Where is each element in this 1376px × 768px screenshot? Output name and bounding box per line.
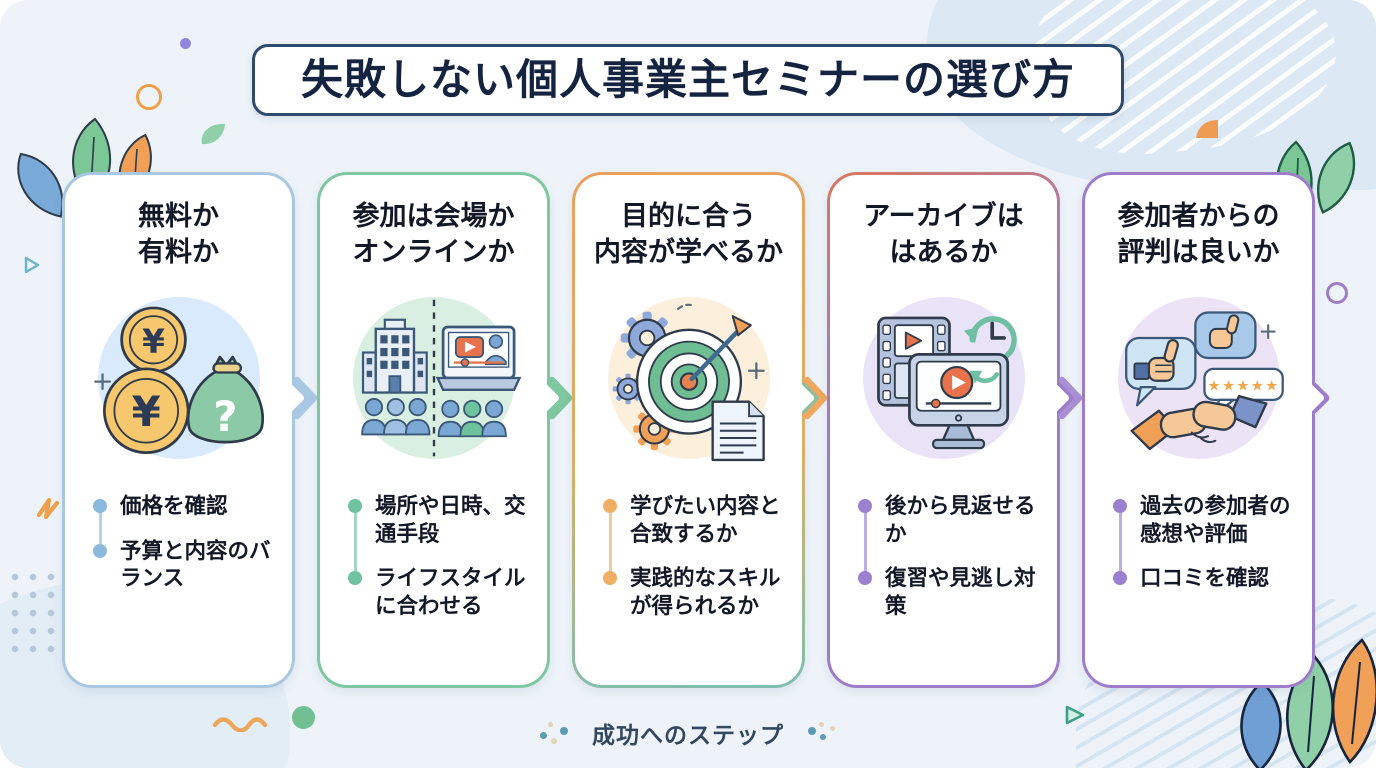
step-arrow-4: [1058, 172, 1083, 688]
step-card-free-or-paid: 無料か有料か ? ¥ ¥: [62, 172, 311, 688]
thumbs-up-bubble-icon: [1193, 311, 1257, 360]
triangle-bottom-right: [1065, 705, 1085, 725]
bullet-list: 過去の参加者の感想や評価 口コミを確認: [1113, 493, 1298, 593]
bullet-dot: [603, 499, 617, 513]
bullet-connector: [353, 506, 357, 579]
step-arrow-2: [548, 172, 573, 688]
bullet-connector: [608, 506, 612, 579]
venue-or-online-icon: [352, 297, 521, 459]
card-border: 無料か有料か ? ¥ ¥: [62, 172, 311, 688]
bullet-item: 学びたい内容と合致するか: [603, 493, 788, 548]
step-title: 参加者からの評判は良いか: [1117, 201, 1280, 267]
bullet-dot: [1113, 571, 1127, 586]
bullet-list: 学びたい内容と合致するか 実践的なスキルが得られるか: [603, 493, 788, 620]
bullet-item: 価格を確認: [93, 493, 278, 521]
page-title: 失敗しない個人事業主セミナーの選び方: [300, 56, 1076, 103]
bullet-item: 場所や日時、交通手段: [348, 493, 533, 548]
bullet-connector: [1118, 506, 1122, 579]
card-border: アーカイブははあるか: [827, 172, 1076, 688]
bullet-item: 口コミを確認: [1113, 565, 1298, 593]
yen-coins-and-money-bag-icon: ? ¥ ¥: [93, 297, 264, 459]
small-leaf-decoration: [201, 123, 225, 145]
svg-text:¥: ¥: [131, 387, 160, 436]
step-title: アーカイブははあるか: [863, 201, 1024, 267]
card-border: 目的に合う内容が学べるか: [572, 172, 821, 688]
bullet-item: 復習や見逃し対策: [858, 565, 1043, 620]
bullet-list: 後から見返せるか 復習や見逃し対策: [858, 493, 1043, 620]
purple-ring-decoration: [1326, 282, 1348, 304]
target-arrow-gears-document-icon: [607, 297, 770, 462]
sparkle-icon: [93, 373, 111, 391]
zigzag-decoration: [36, 497, 60, 520]
triangle-outline-left: [24, 256, 40, 274]
footer: 成功へのステップ: [0, 716, 1376, 750]
step-title: 目的に合う内容が学べるか: [594, 201, 783, 267]
handshake-icon: [1129, 395, 1268, 451]
bullet-dot: [93, 499, 107, 513]
card-border: 参加者からの評判は良いか: [1082, 172, 1331, 688]
bullet-dot: [93, 543, 107, 558]
orange-ring-decoration: [136, 84, 162, 110]
bullet-item: ライフスタイルに合わせる: [348, 565, 533, 620]
bullet-list: 場所や日時、交通手段 ライフスタイルに合わせる: [348, 493, 533, 620]
wave-decoration: [212, 717, 268, 732]
star-rating-bubble-icon: ★★★★★: [1202, 367, 1284, 416]
step-card-archive-available: アーカイブははあるか: [827, 172, 1076, 688]
bullet-dot: [858, 571, 872, 586]
svg-text:★★★★★: ★★★★★: [1207, 378, 1279, 395]
step-arrow-3: [803, 172, 828, 688]
sparkle-icon: [747, 362, 765, 380]
bullet-list: 価格を確認 予算と内容のバランス: [93, 493, 278, 593]
step-card-venue-or-online: 参加は会場かオンラインか: [317, 172, 566, 688]
bullet-dot: [858, 499, 872, 513]
dots-cluster-right: [804, 720, 838, 746]
leaves-bottom-right: [1240, 638, 1376, 768]
bullet-item: 予算と内容のバランス: [93, 538, 278, 593]
dots-cluster-left: [538, 720, 572, 746]
bullet-item: 実践的なスキルが得られるか: [603, 565, 788, 620]
step-title: 参加は会場かオンラインか: [352, 201, 515, 267]
step-card-content-fits-goal: 目的に合う内容が学べるか: [572, 172, 821, 688]
bullet-dot: [603, 571, 617, 586]
bullet-connector: [98, 506, 102, 551]
steps-row: 無料か有料か ? ¥ ¥: [62, 172, 1331, 688]
step-arrow-1: [293, 172, 318, 688]
arrow-shaft: [688, 324, 744, 382]
thumbs-up-reviews-handshake-icon: ★★★★★: [1117, 297, 1284, 459]
video-archive-replay-icon: [862, 297, 1025, 459]
step-title: 無料か有料か: [138, 201, 219, 267]
bullet-connector: [863, 506, 867, 579]
bullet-item: 後から見返せるか: [858, 493, 1043, 548]
footer-label: 成功へのステップ: [592, 722, 784, 748]
orange-wedge-decoration: [1196, 120, 1218, 138]
page-title-box: 失敗しない個人事業主セミナーの選び方: [251, 44, 1125, 117]
green-dot-decoration: [292, 706, 315, 729]
arrow-fletching: [731, 315, 752, 337]
document-icon: [710, 400, 765, 462]
bullet-dot: [348, 571, 362, 586]
bullet-dot: [348, 499, 362, 513]
sparkle-icon: [1260, 324, 1276, 340]
bullet-dot: [1113, 499, 1127, 513]
bullet-item: 過去の参加者の感想や評価: [1113, 493, 1298, 548]
card-border: 参加は会場かオンラインか: [317, 172, 566, 688]
thumbs-up-bubble-icon: [1124, 336, 1196, 407]
svg-text:?: ?: [213, 392, 237, 441]
svg-text:¥: ¥: [142, 323, 165, 361]
step-card-participant-reviews: 参加者からの評判は良いか: [1082, 172, 1331, 688]
purple-dot-decoration: [180, 38, 191, 49]
